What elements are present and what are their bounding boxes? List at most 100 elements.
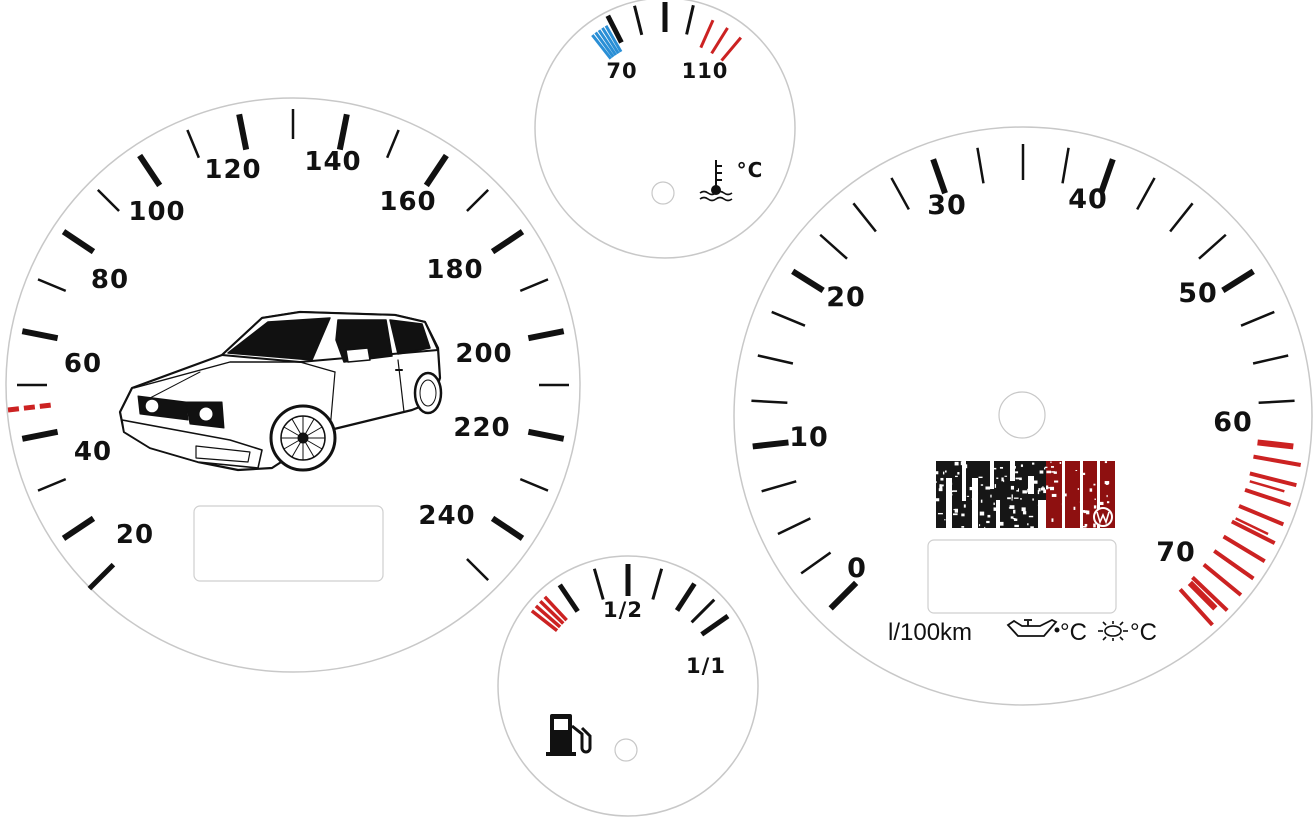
badge-grunge-gap xyxy=(972,478,978,528)
badge-grunge-speck xyxy=(1033,480,1038,484)
badge-grunge-speck xyxy=(974,495,978,498)
badge-grunge-speck xyxy=(1073,506,1076,510)
tachometer-tick-minor xyxy=(761,480,797,493)
speedometer-tick-major xyxy=(490,229,525,255)
trip-display-window xyxy=(927,539,1117,614)
badge-grunge-speck xyxy=(1082,525,1087,528)
badge-grunge-speck xyxy=(986,520,990,524)
badge-grunge-speck xyxy=(1028,515,1034,518)
tachometer-redline-hash xyxy=(1249,471,1297,488)
tachometer-redline-hash xyxy=(1178,588,1214,627)
badge-grunge-speck xyxy=(1021,507,1026,512)
badge-grunge-speck xyxy=(1022,490,1027,494)
tachometer-tick-minor xyxy=(1136,177,1156,211)
badge-grunge-speck xyxy=(1044,467,1046,470)
speedometer-tick-minor xyxy=(96,188,120,212)
speed-label-160: 160 xyxy=(379,187,436,217)
tachometer-redline-hash xyxy=(1202,562,1243,597)
speedometer-tick-major xyxy=(423,153,449,188)
tachometer-tick-minor xyxy=(1169,202,1194,233)
badge-grunge-speck xyxy=(950,482,953,485)
badge-grunge-speck xyxy=(1030,526,1034,530)
coolant-thermometer-icon xyxy=(699,160,733,202)
badge-grunge-speck xyxy=(1104,481,1110,485)
tachometer-tick-minor xyxy=(800,551,832,575)
odometer-display-window xyxy=(193,505,384,582)
coolant-hot-zone-tick xyxy=(710,27,729,55)
speedometer-dial: 20 40 60 80 100 120 140 160 180 200 220 … xyxy=(5,97,581,673)
badge-grunge-speck xyxy=(1075,470,1078,472)
badge-grunge-speck xyxy=(1001,477,1004,482)
oil-temp-unit-label: °C xyxy=(1060,619,1087,646)
speedometer-tick-major xyxy=(87,562,116,591)
tachometer-ticks xyxy=(751,144,1302,627)
badge-grunge-speck xyxy=(937,512,943,515)
coolant-hot-zone-tick xyxy=(699,19,715,49)
tachometer-tick-minor xyxy=(1061,147,1070,184)
badge-grunge-speck xyxy=(960,461,966,466)
tachometer-tick-minor xyxy=(890,177,910,211)
badge-grunge-speck xyxy=(1053,471,1057,474)
badge-grunge-speck xyxy=(996,477,999,480)
badge-grunge-gap xyxy=(962,461,966,501)
speedometer-tick-major xyxy=(61,515,96,541)
badge-grunge-speck xyxy=(1013,497,1019,499)
badge-grunge-speck xyxy=(962,464,968,469)
speed-label-100: 100 xyxy=(128,197,185,227)
speedometer-tick-major xyxy=(21,328,59,342)
tachometer-dial: 0 10 20 30 40 50 60 70 MKIII l/100 xyxy=(733,126,1313,706)
tachometer-tick-minor xyxy=(852,202,877,233)
tachometer-tick-minor xyxy=(751,399,788,405)
badge-grunge-speck xyxy=(1082,472,1086,476)
coolant-needle-pivot xyxy=(651,181,675,205)
badge-grunge-speck xyxy=(1083,510,1088,514)
badge-grunge-speck xyxy=(1099,501,1104,505)
badge-grunge-gap xyxy=(1010,461,1015,481)
badge-grunge-speck xyxy=(1017,488,1019,492)
badge-grunge-speck xyxy=(994,484,997,488)
badge-grunge-speck xyxy=(932,477,934,480)
tachometer-tick-redline xyxy=(1257,439,1294,450)
badge-grunge-speck xyxy=(993,502,995,505)
vw-emblem xyxy=(1093,507,1113,527)
coolant-cold-zone-tick xyxy=(591,34,613,60)
badge-grunge-speck xyxy=(1043,489,1047,494)
badge-grunge-speck xyxy=(976,492,979,495)
badge-grunge-speck xyxy=(1010,516,1014,519)
badge-grunge-speck xyxy=(1084,523,1088,527)
badge-grunge-speck xyxy=(1106,494,1108,498)
badge-grunge-speck xyxy=(1037,504,1041,506)
tachometer-tick-major xyxy=(1221,268,1255,293)
badge-grunge-speck xyxy=(1046,487,1051,489)
tachometer-needle-pivot xyxy=(998,391,1046,439)
rpm-label-60: 60 xyxy=(1213,407,1253,438)
badge-grunge-speck xyxy=(1013,509,1016,514)
tachometer-tick-minor xyxy=(771,310,806,327)
wheel-spoke xyxy=(306,440,323,450)
badge-grunge-speck xyxy=(1028,479,1032,482)
badge-grunge-speck xyxy=(930,493,933,495)
tachometer-tick-major xyxy=(791,268,825,293)
speedometer-tick-minor xyxy=(186,129,201,159)
badge-grunge-speck xyxy=(969,486,974,491)
rpm-label-0: 0 xyxy=(847,553,867,584)
tachometer-tick-minor xyxy=(1258,399,1295,405)
fuel-label-half: 1/2 xyxy=(603,598,643,622)
speedometer-tick-minor xyxy=(37,278,67,293)
tachometer-tick-minor xyxy=(1252,354,1289,365)
mkiii-badge: MKIII xyxy=(930,461,1115,530)
badge-grunge-speck xyxy=(1008,507,1013,509)
tachometer-redline-hash xyxy=(1230,519,1276,545)
badge-grunge-speck xyxy=(979,524,981,527)
badge-grunge-speck xyxy=(1032,498,1034,501)
badge-grunge-speck xyxy=(952,490,958,492)
tachometer-redline-hash xyxy=(1238,504,1285,527)
badge-grunge-speck xyxy=(938,488,943,492)
fuel-gauge: 1/2 1/1 xyxy=(497,555,759,817)
ambient-temp-unit-label: °C xyxy=(1130,619,1157,646)
tachometer-tick-redline xyxy=(1187,580,1218,611)
coolant-gauge-outline xyxy=(534,0,796,259)
badge-grunge-speck xyxy=(1011,494,1013,499)
badge-grunge-speck xyxy=(935,498,940,502)
speedometer-tick-minor xyxy=(519,278,549,293)
